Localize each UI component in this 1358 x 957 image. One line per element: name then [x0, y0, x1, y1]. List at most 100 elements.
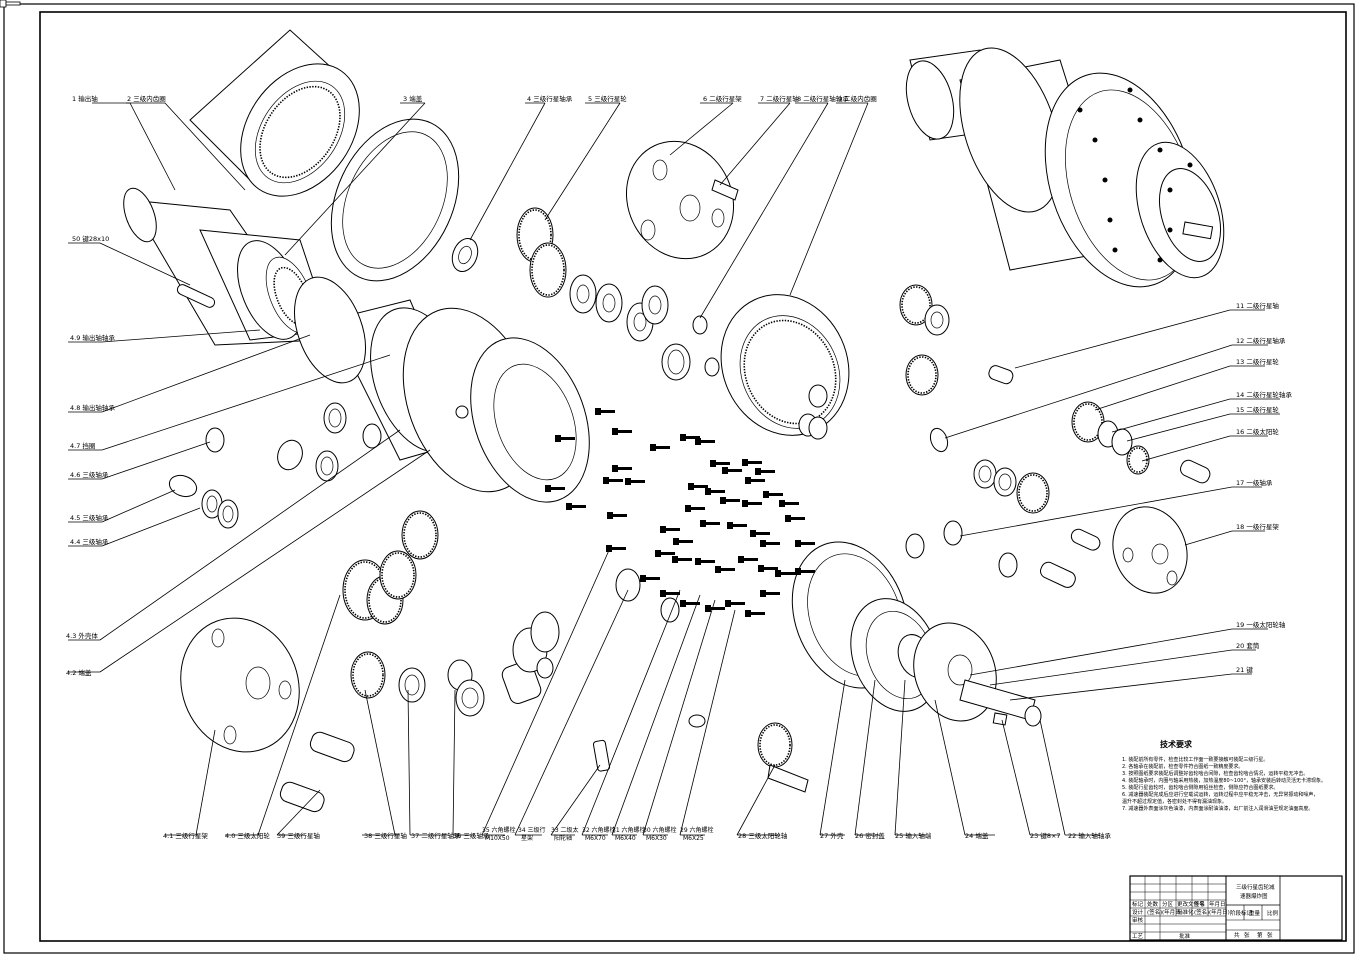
label-p24: 24 端盖 [965, 831, 989, 840]
tb-scale: 比例 [1267, 909, 1279, 917]
label-p47: 4.7 挡圈 [70, 441, 95, 450]
tb-label-change-doc: 更改文件号 [1177, 900, 1205, 908]
tech-line-3: 3. 按照图纸要求装配后调整好齿轮啮合间隙，检查齿轮啮合情况，运转平稳无冲击。 [1122, 770, 1308, 777]
end-cover-3 [330, 118, 460, 282]
label-p38: 38 三级行星轴 [364, 831, 407, 840]
label-p7: 7 二级行星轴 [760, 94, 799, 103]
input-shaft [959, 679, 1042, 727]
label-p36: 36 三级轴承 [453, 831, 490, 840]
label-p45: 4.5 三级轴承 [70, 513, 109, 522]
planet-gears-5 [516, 207, 669, 342]
tech-title: 技术要求 [1160, 739, 1193, 749]
label-p23: 23 键8×7 [1030, 831, 1061, 840]
label-p34-sub: 星架 [521, 834, 533, 842]
label-p48: 4.8 输出轴轴承 [70, 403, 115, 412]
label-p43: 4.3 外壳体 [66, 631, 98, 640]
label-p20: 20 套筒 [1236, 641, 1260, 650]
tb-sheet-unit1: 张 [1244, 931, 1250, 939]
label-p4: 4 三级行星轴承 [527, 94, 573, 103]
second-stage-parts [899, 284, 1211, 588]
label-p26: 26 密封盖 [855, 831, 885, 840]
label-p17: 17 一级轴承 [1236, 478, 1273, 487]
label-p22: 22 输入轴轴承 [1068, 831, 1111, 840]
label-p37: 37 二级行星轴承 [411, 831, 461, 840]
outer-frame [3, 3, 1355, 954]
label-p46: 4.6 三级轴承 [70, 470, 109, 479]
label-p21: 21 键 [1236, 665, 1253, 674]
bolts-field [0, 0, 21, 8]
tech-line-8: 7. 减速器外表面涂灰色油漆，内表面涂耐油油漆，出厂前注入润滑油至规定油面高度。 [1122, 805, 1313, 812]
label-p31: 31 六角螺栓 [612, 826, 646, 834]
planet-carrier-6 [625, 140, 739, 260]
tb-role-value-3: 标准化 [1177, 908, 1194, 916]
label-p49: 4.9 输出轴轴承 [70, 333, 115, 342]
tb-label-sign: 签名 [1194, 900, 1205, 908]
label-p30-sub: M6X30 [646, 835, 667, 842]
tech-line-6: 6. 减速器装配完成后应进行空载试运转，运转过程中应平稳无冲击，无异常振动和噪声… [1122, 791, 1318, 798]
tb-approve: 批准 [1179, 932, 1191, 940]
leader-lines [68, 102, 1280, 836]
label-p31-sub: M6X40 [615, 835, 636, 842]
label-p44: 4.4 三级轴承 [70, 537, 109, 546]
tech-line-1: 1. 装配前所有零件，检查比较工作面一致要接触可装配三级行星。 [1122, 756, 1268, 763]
label-p8: 8 二级行星轴轴承 [797, 94, 849, 103]
tb-sheet-unit2: 张 [1267, 931, 1273, 939]
tb-sheet-total: 共 [1234, 931, 1240, 939]
ring-gear-2 [189, 29, 360, 197]
tech-line-2: 2. 各轴承在装配前，检查零件符合图纸一致精度要求。 [1122, 763, 1243, 770]
housing-43 [294, 276, 590, 503]
label-p1: 1 输出轴 [72, 94, 98, 103]
label-p42: 4.2 端盖 [66, 668, 92, 677]
label-p30: 30 六角螺栓 [643, 826, 677, 834]
label-p27: 27 外壳 [820, 831, 844, 840]
label-p14: 14 二级行星轮轴承 [1236, 390, 1292, 399]
tb-role-review: 审核 [1132, 916, 1144, 924]
tb-role-value-4: (签名) [1194, 908, 1209, 916]
label-p3: 3 端盖 [403, 94, 423, 103]
label-p6: 6 二级行星架 [703, 94, 742, 103]
label-p39: 39 三级行星轴 [277, 831, 320, 840]
title-block-text: 三级行星齿轮减 速器爆炸图 标记 处数 分区 更改文件号 签名 年月日 设计 (… [1132, 883, 1279, 940]
title-block [1129, 875, 1343, 941]
label-p33-sub: 阳轮轴 [554, 834, 572, 842]
carrier-41 [180, 617, 300, 753]
label-p40: 4.0 三级太阳轮 [225, 831, 270, 840]
tb-role-value-1: (签名) [1147, 908, 1162, 916]
label-p13: 13 二级行星轮 [1236, 357, 1279, 366]
tb-label-mark: 标记 [1132, 900, 1144, 908]
label-p41: 4.1 三级行星架 [163, 831, 208, 840]
label-p33: 33 二级太 [551, 826, 579, 834]
part-labels: 1 输出轴 2 三级内齿圈 3 端盖 4 三级行星轴承 5 三级行星轮 6 二级… [66, 94, 1292, 842]
carrier-18 [1112, 506, 1188, 594]
ring-gear-9 [720, 294, 850, 440]
label-p34: 34 三级行 [518, 826, 546, 834]
label-p35-sub: M10X50 [485, 835, 510, 842]
tb-role-process: 工艺 [1132, 933, 1144, 940]
tech-line-7: 温升不超过规定值，各密封处不得有漏油现象。 [1122, 798, 1227, 805]
tech-line-5: 5. 装配行星齿轮时，齿轮啮合侧隙用铅丝检查，侧隙应符合图纸要求。 [1122, 784, 1278, 791]
tb-role-value-5: (年月日) [1209, 908, 1230, 916]
label-p15: 15 二级行星轮 [1236, 405, 1279, 414]
label-p2: 2 三级内齿圈 [127, 94, 166, 103]
gears-38-40 [279, 510, 439, 813]
label-p29-sub: M6X25 [683, 835, 704, 842]
label-p25: 25 输入轴端 [895, 831, 932, 840]
label-p32: 32 六角螺栓 [582, 826, 616, 834]
tb-sheet-index: 第 [1257, 931, 1263, 939]
label-p11: 11 二级行星轴 [1236, 301, 1279, 310]
tb-weight: 重量 [1249, 909, 1261, 917]
label-p32-sub: M6X70 [585, 835, 606, 842]
bearing-group-44-47 [168, 402, 382, 529]
tb-label-date: 年月日 [1209, 900, 1226, 908]
tb-label-zone: 分区 [1162, 900, 1174, 908]
bearings-36-37 [398, 568, 706, 772]
drawing-title-line2: 速器爆炸图 [1240, 892, 1268, 900]
label-p28: 28 三级太阳轮轴 [738, 831, 788, 840]
sun-shaft-28 [757, 722, 809, 793]
tech-line-4: 4. 装配轴承时，内圈与轴采用热装，加热温度80~100°，轴承安装后转动灵活无… [1122, 777, 1326, 784]
output-shaft-group [123, 187, 331, 346]
bearing-4 [451, 238, 479, 272]
tb-role-design: 设计 [1132, 908, 1144, 916]
drawing-title-line1: 三级行星齿轮减 [1236, 883, 1275, 891]
